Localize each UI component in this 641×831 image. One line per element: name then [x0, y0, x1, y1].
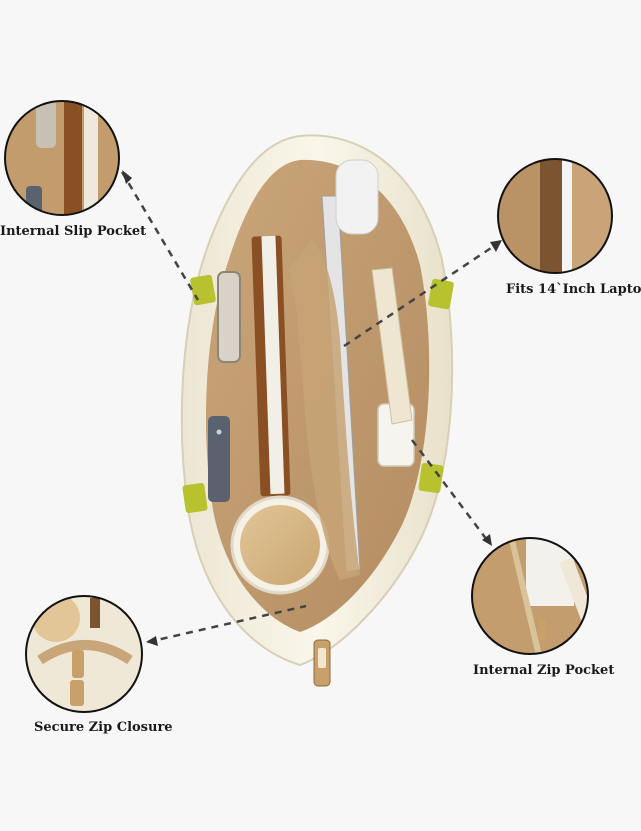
pointer-arrows: [120, 171, 501, 644]
callout-zip-pocket: [471, 537, 589, 655]
product-illustration: [4, 100, 613, 713]
tote-bag: [180, 134, 454, 687]
label-secure-zip-closure: Secure Zip Closure: [34, 720, 173, 735]
inner-pocket: [288, 240, 360, 580]
arrowhead-icon: [146, 636, 158, 646]
strap-tab: [182, 482, 208, 514]
callout-ring: [471, 537, 589, 655]
zip-pocket-bag: [371, 267, 413, 425]
callout-secure-zip: [25, 595, 143, 713]
label-internal-zip-pocket: Internal Zip Pocket: [473, 663, 615, 678]
arrow-zip-pocket: [411, 439, 491, 545]
notebook-pages: [261, 235, 285, 495]
arrow-heads: [122, 170, 502, 646]
label-internal-slip-pocket: Internal Slip Pocket: [0, 224, 147, 239]
callout-ring: [4, 100, 120, 216]
bottle: [335, 159, 379, 235]
callout-laptop: [497, 158, 613, 274]
power-bank: [208, 416, 230, 502]
arrow-secure-zip: [147, 604, 307, 644]
strap-tab: [418, 462, 444, 494]
arrowhead-icon: [490, 240, 502, 252]
callout-ring: [25, 595, 143, 713]
callout-ring: [497, 158, 613, 274]
arrowhead-icon: [482, 534, 492, 546]
arrow-laptop: [343, 240, 501, 348]
arrowhead-icon: [122, 170, 132, 184]
callout-slip-pocket: [4, 100, 120, 216]
label-fits-laptop: Fits 14`Inch Lapto: [506, 282, 641, 297]
phone: [217, 271, 241, 363]
